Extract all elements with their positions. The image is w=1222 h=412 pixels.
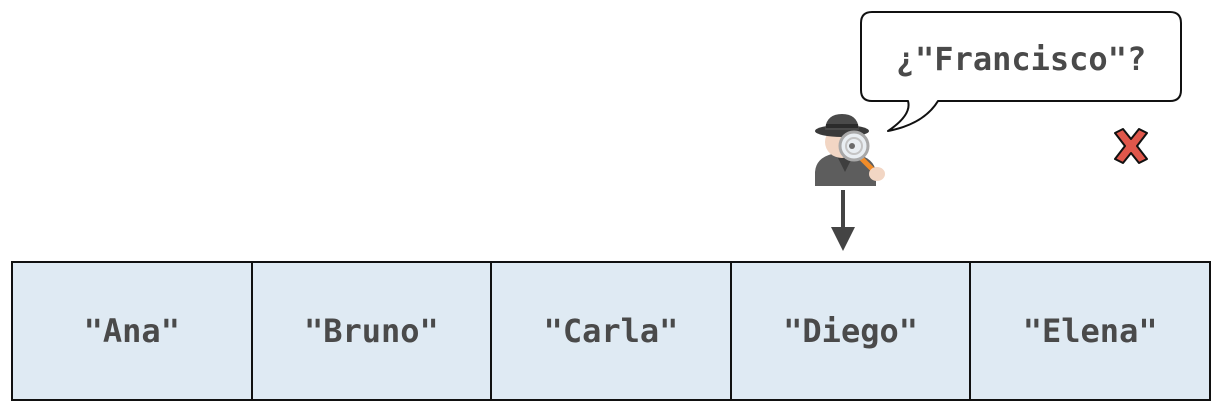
array-cell: "Carla": [492, 263, 732, 399]
array-cell: "Elena": [971, 263, 1209, 399]
cross-mark-icon: [1114, 128, 1148, 164]
arrow-down-icon: [831, 190, 855, 251]
string-array: "Ana" "Bruno" "Carla" "Diego" "Elena": [11, 261, 1211, 401]
array-cell: "Bruno": [252, 263, 493, 399]
query-text: ¿"Francisco"?: [895, 40, 1147, 78]
speech-bubble: [860, 11, 1182, 132]
array-cell: "Ana": [13, 263, 253, 399]
detective-icon: [815, 114, 885, 186]
array-cell: "Diego": [731, 263, 972, 399]
